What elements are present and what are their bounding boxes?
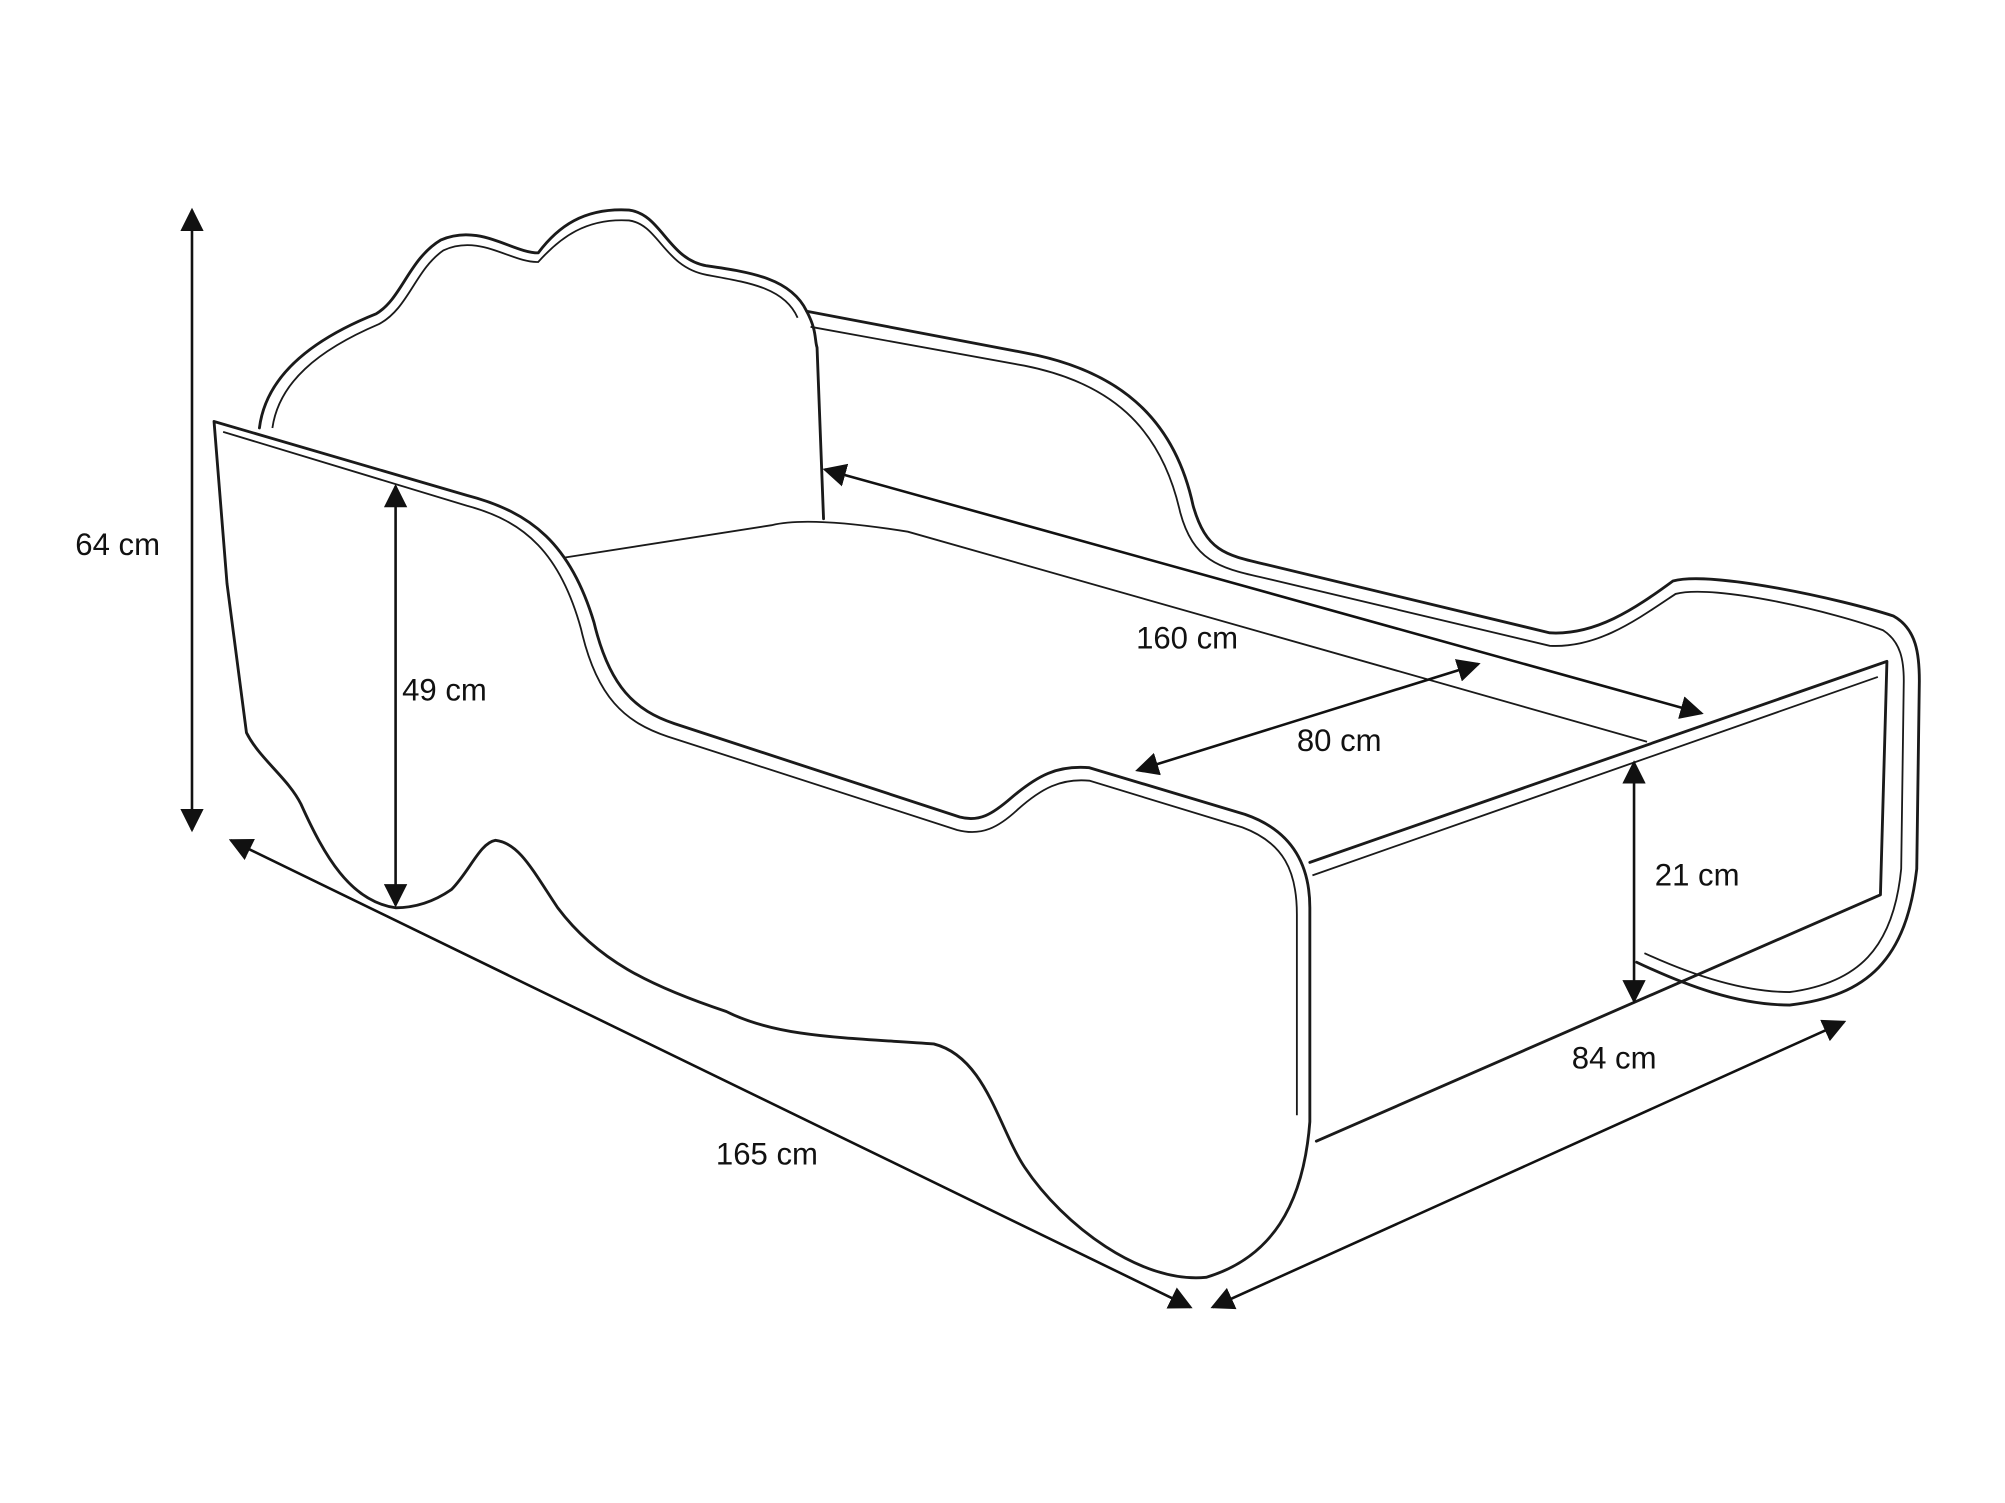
headboard [258, 208, 825, 521]
length-160-line [822, 463, 1704, 719]
label-21cm: 21 cm [1655, 858, 1740, 893]
label-84cm: 84 cm [1572, 1041, 1657, 1076]
back-rail [805, 309, 1921, 1007]
length-165-line [228, 839, 1193, 1309]
dimension-labels: 64 cm 49 cm 160 cm 80 cm 21 cm 84 cm 165… [75, 527, 1739, 1171]
width-84-line [1210, 1019, 1847, 1310]
label-49cm: 49 cm [402, 672, 487, 707]
bed-outline [212, 208, 1921, 1280]
end-panel [1308, 659, 1889, 1143]
label-160cm: 160 cm [1136, 620, 1238, 655]
dimension-lines [180, 207, 1847, 1310]
mattress [564, 520, 1648, 743]
label-64cm: 64 cm [75, 527, 160, 562]
width-80-line [1135, 659, 1481, 776]
label-165cm: 165 cm [716, 1137, 818, 1172]
label-80cm: 80 cm [1297, 723, 1382, 758]
